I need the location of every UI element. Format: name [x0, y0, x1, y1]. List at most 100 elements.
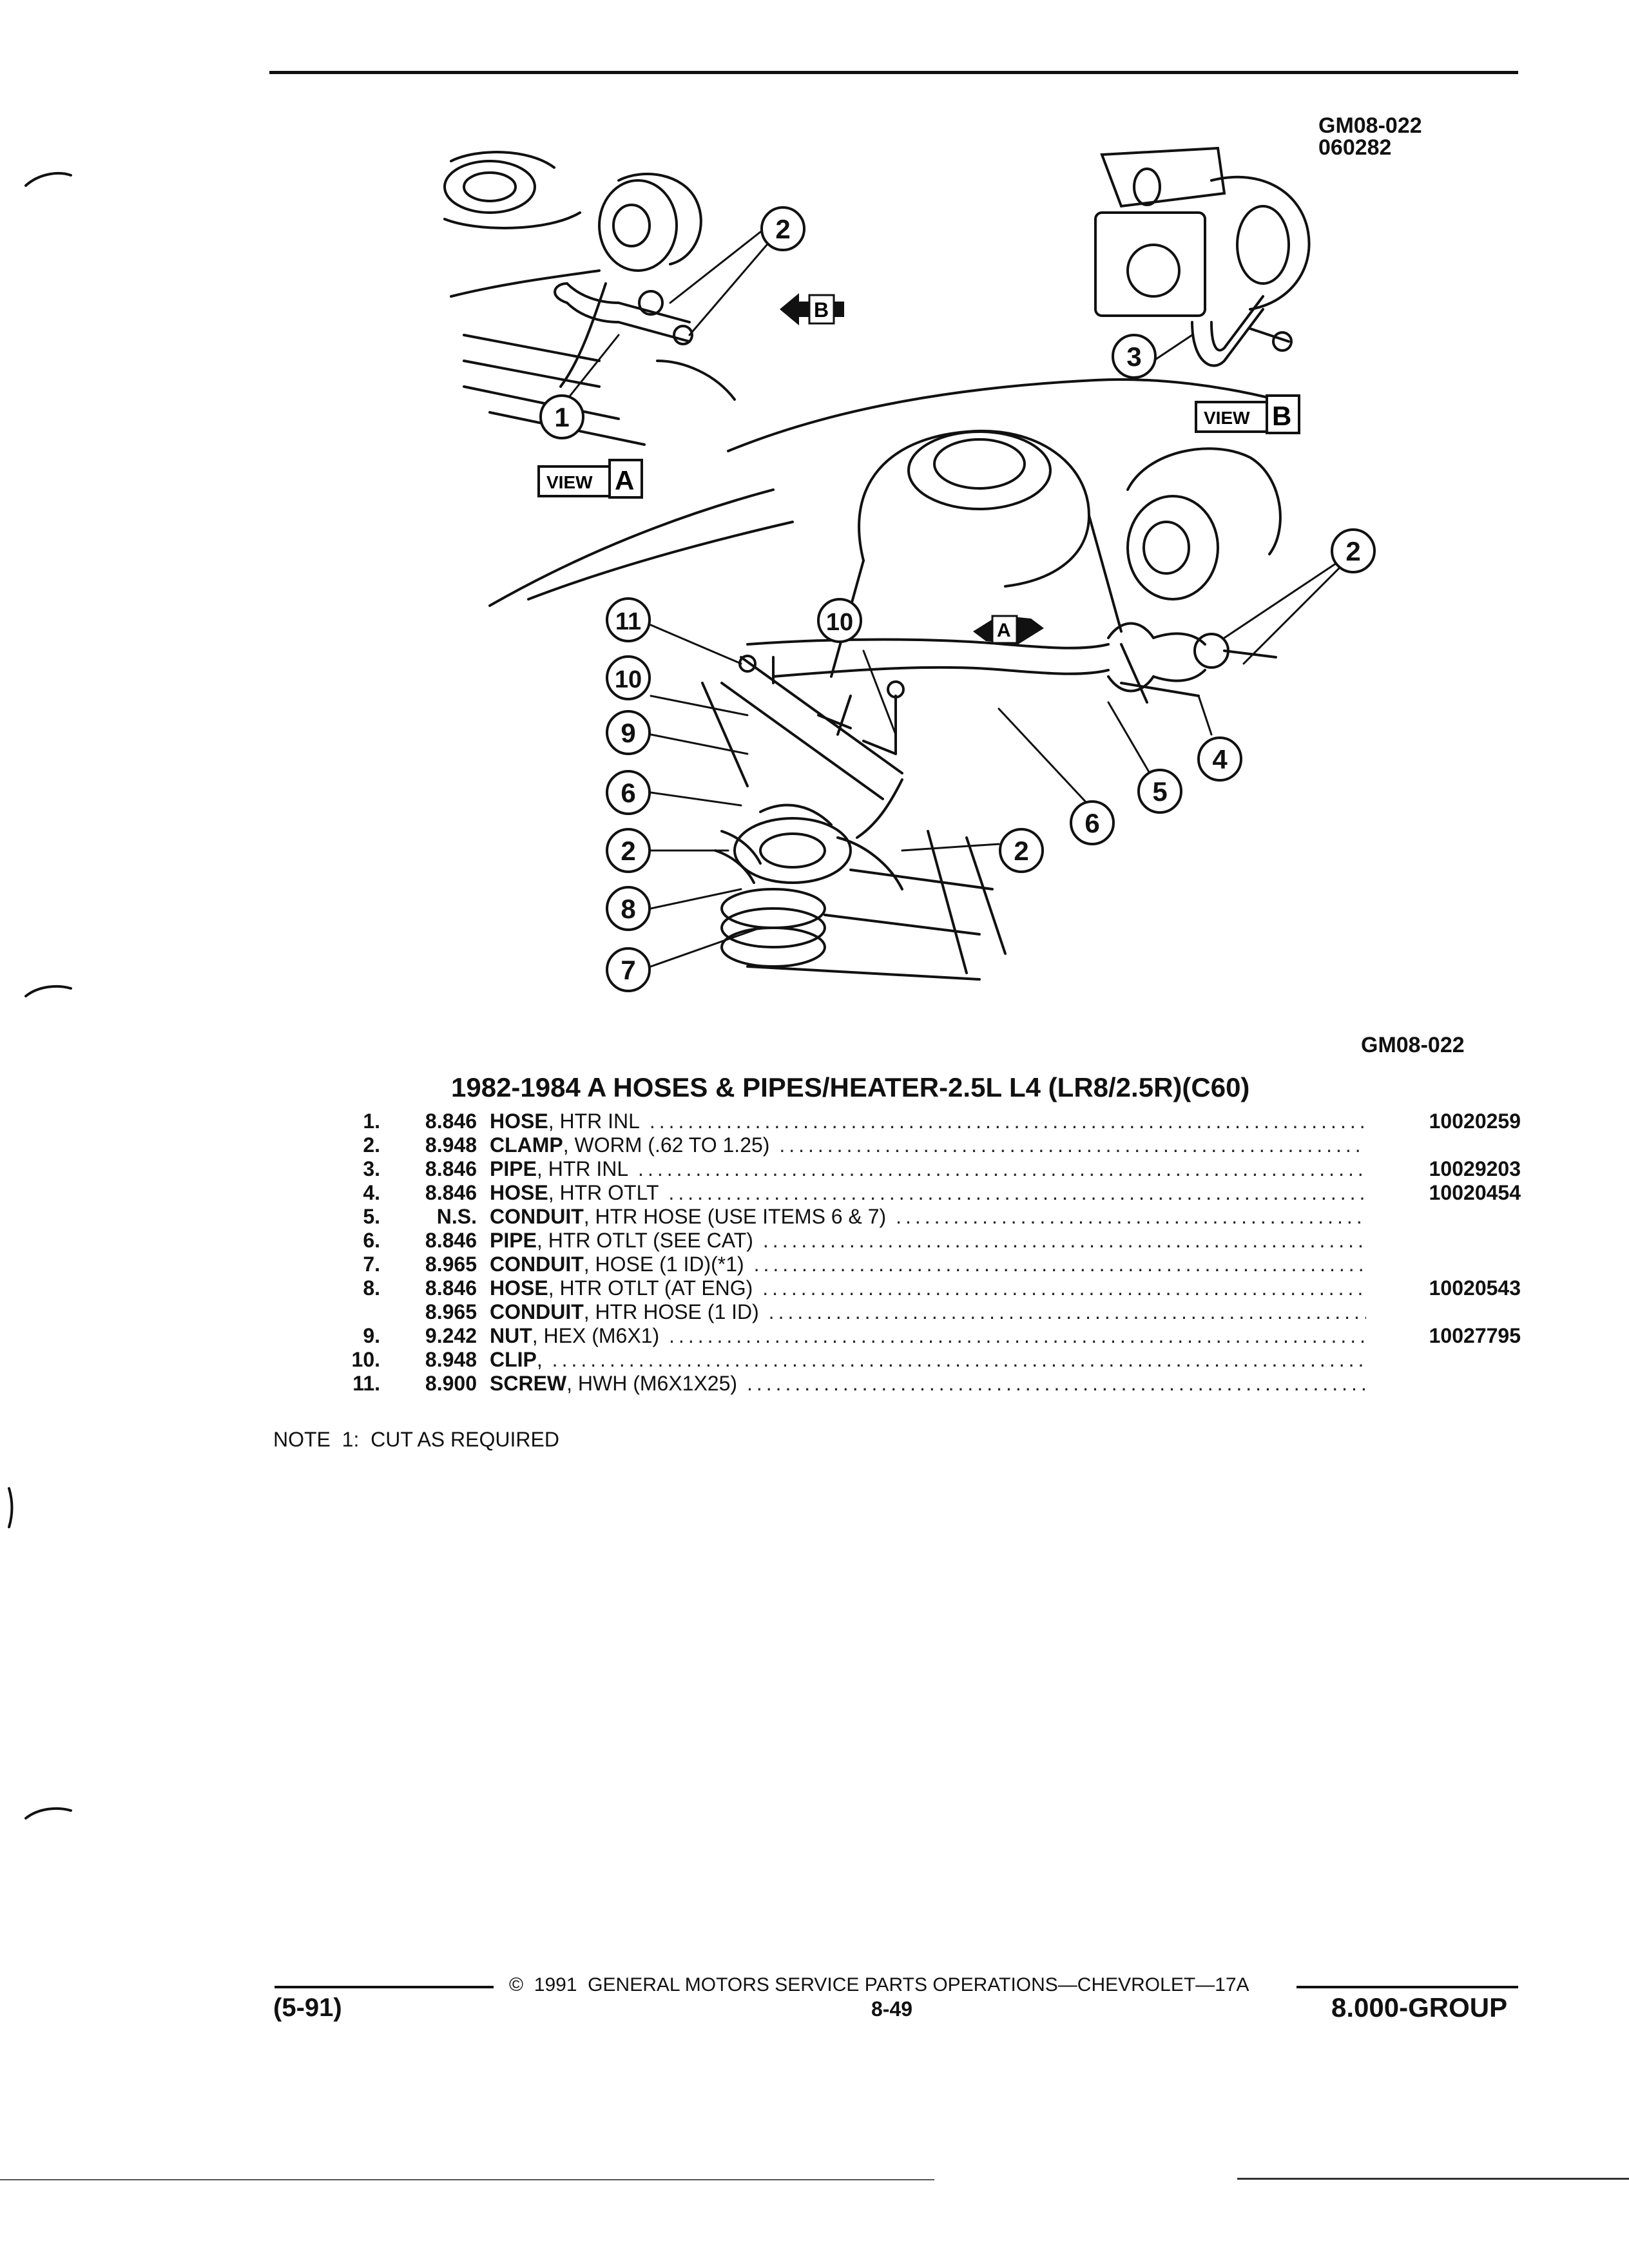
svg-text:10: 10 — [826, 609, 853, 636]
svg-text:2: 2 — [775, 214, 790, 244]
part-number: 10029203 — [1429, 1157, 1521, 1180]
callout-10-main: 10 — [817, 598, 862, 643]
svg-text:2: 2 — [621, 836, 635, 866]
item-number: 1. — [363, 1110, 380, 1133]
part-number: 10027795 — [1429, 1324, 1521, 1347]
svg-text:A: A — [615, 465, 634, 495]
leader-dots: ........................................… — [649, 1110, 1366, 1133]
callout-2-center: 2 — [999, 828, 1044, 873]
callout-2-view-a: 2 — [760, 206, 805, 251]
part-detail: , HTR OTLT (AT ENG) — [548, 1276, 753, 1300]
part-name: CONDUIT — [490, 1253, 584, 1276]
svg-text:3: 3 — [1126, 341, 1141, 372]
part-number: 10020259 — [1429, 1110, 1521, 1133]
group-number: 8.900 — [425, 1372, 477, 1395]
item-number: 7. — [363, 1253, 380, 1276]
figure-date-code: 060282 — [1318, 135, 1392, 160]
note-text: NOTE 1: CUT AS REQUIRED — [273, 1428, 559, 1451]
svg-text:7: 7 — [621, 955, 635, 985]
footer-group: 8.000-GROUP — [1331, 1992, 1508, 2023]
item-number: 2. — [363, 1133, 380, 1157]
section-title: 1982-1984 A HOSES & PIPES/HEATER-2.5L L4… — [451, 1072, 1250, 1102]
item-number: 10. — [351, 1348, 380, 1371]
part-detail: , WORM (.62 TO 1.25) — [563, 1133, 770, 1157]
group-number: 8.846 — [425, 1157, 477, 1180]
leader-dots: ........................................… — [768, 1300, 1366, 1323]
part-detail: , HTR HOSE (USE ITEMS 6 & 7) — [583, 1205, 887, 1228]
part-description: HOSE, HTR INL ..........................… — [490, 1110, 1366, 1133]
view-b-label: VIEW B — [1195, 394, 1300, 434]
footer-copyright: © 1991 GENERAL MOTORS SERVICE PARTS OPER… — [509, 1974, 1249, 1995]
part-name: CLIP — [490, 1348, 537, 1371]
view-a-label: VIEW A — [537, 459, 643, 499]
footer-page-number: 8-49 — [871, 1997, 913, 2021]
parts-row: 7. 8.965 CONDUIT, HOSE (1 ID)(*1) ........… — [309, 1253, 1521, 1276]
group-number: 8.965 — [425, 1300, 477, 1323]
group-number: 8.965 — [425, 1253, 477, 1276]
svg-text:B: B — [1272, 401, 1291, 431]
callout-6-left: 6 — [606, 770, 651, 815]
part-detail: , HTR OTLT — [548, 1181, 659, 1204]
arrow-a-indicator: A — [973, 615, 1044, 644]
svg-text:VIEW: VIEW — [1204, 408, 1250, 428]
svg-text:11: 11 — [615, 608, 641, 635]
leader-lines — [566, 231, 1342, 968]
part-name: HOSE — [490, 1276, 548, 1300]
leader-dots: ........................................… — [668, 1181, 1366, 1204]
item-number: 6. — [363, 1229, 380, 1252]
callouts: 2 1 3 2 10 11 10 9 4 5 6 6 2 2 8 7 — [539, 206, 1376, 992]
parts-row: 3. 8.846 PIPE, HTR INL ...................… — [309, 1157, 1521, 1181]
svg-text:6: 6 — [1084, 808, 1099, 838]
part-description: HOSE, HTR OTLT (AT ENG) ................… — [490, 1276, 1366, 1300]
svg-text:A: A — [997, 620, 1011, 641]
leader-dots: ........................................… — [753, 1253, 1366, 1276]
view-a-inset — [443, 151, 736, 446]
part-detail: , HTR OTLT (SEE CAT) — [536, 1229, 753, 1252]
item-number: 11. — [352, 1372, 380, 1395]
part-detail: , HTR HOSE (1 ID) — [583, 1300, 759, 1323]
figure-code-bottom: GM08-022 — [1361, 1033, 1465, 1057]
part-description: PIPE, HTR INL ..........................… — [490, 1157, 1366, 1181]
footer-rule-left — [275, 1986, 494, 1988]
leader-dots: ........................................… — [762, 1229, 1366, 1252]
svg-text:9: 9 — [621, 718, 635, 748]
part-description: CONDUIT, HOSE (1 ID)(*1) ...............… — [490, 1253, 1366, 1276]
callout-9: 9 — [606, 710, 651, 755]
group-number: 8.846 — [425, 1110, 477, 1133]
main-engine-view — [488, 378, 1282, 981]
item-number: 3. — [363, 1157, 380, 1180]
figure-code-top: GM08-022 — [1318, 113, 1422, 138]
callout-1: 1 — [539, 394, 584, 439]
part-detail: , HTR INL — [536, 1157, 629, 1180]
part-name: PIPE — [490, 1229, 537, 1252]
footer-rule-right — [1296, 1986, 1518, 1988]
margin-marks — [8, 172, 72, 1820]
item-number: 9. — [363, 1324, 380, 1347]
callout-4: 4 — [1197, 736, 1242, 782]
parts-row: 5.N.S.CONDUIT, HTR HOSE (USE ITEMS 6 & 7… — [309, 1205, 1521, 1229]
top-rule — [269, 71, 1518, 74]
item-number: 4. — [363, 1181, 380, 1204]
part-name: HOSE — [490, 1181, 548, 1204]
group-number: 8.948 — [425, 1133, 477, 1157]
group-number: N.S. — [436, 1205, 477, 1228]
svg-text:8: 8 — [621, 894, 635, 924]
callout-2-left: 2 — [606, 828, 651, 873]
callout-10-left: 10 — [606, 655, 651, 700]
view-b-inset — [1094, 146, 1311, 367]
group-number: 8.846 — [425, 1229, 477, 1252]
callout-8: 8 — [606, 886, 651, 931]
callout-5: 5 — [1137, 769, 1182, 814]
part-description: CONDUIT, HTR HOSE (USE ITEMS 6 & 7) ....… — [490, 1205, 1366, 1229]
svg-text:4: 4 — [1212, 744, 1228, 774]
group-number: 8.846 — [425, 1276, 477, 1300]
part-name: PIPE — [490, 1157, 537, 1180]
callout-11: 11 — [606, 597, 651, 642]
svg-text:B: B — [814, 298, 829, 322]
svg-text:VIEW: VIEW — [546, 472, 593, 492]
leader-dots: ........................................… — [762, 1276, 1366, 1300]
